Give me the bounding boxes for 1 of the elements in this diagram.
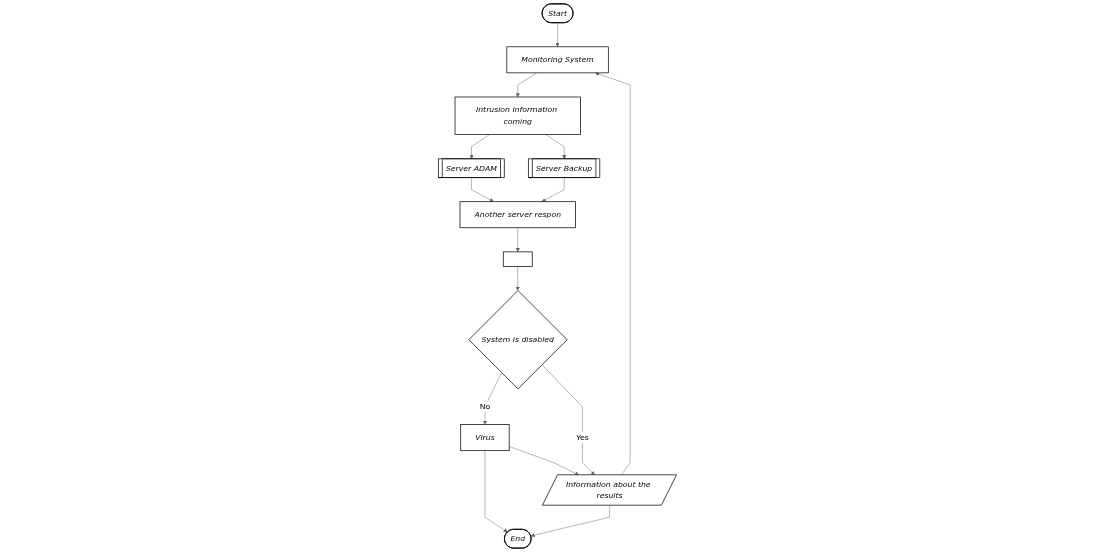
node-box xyxy=(502,251,533,267)
